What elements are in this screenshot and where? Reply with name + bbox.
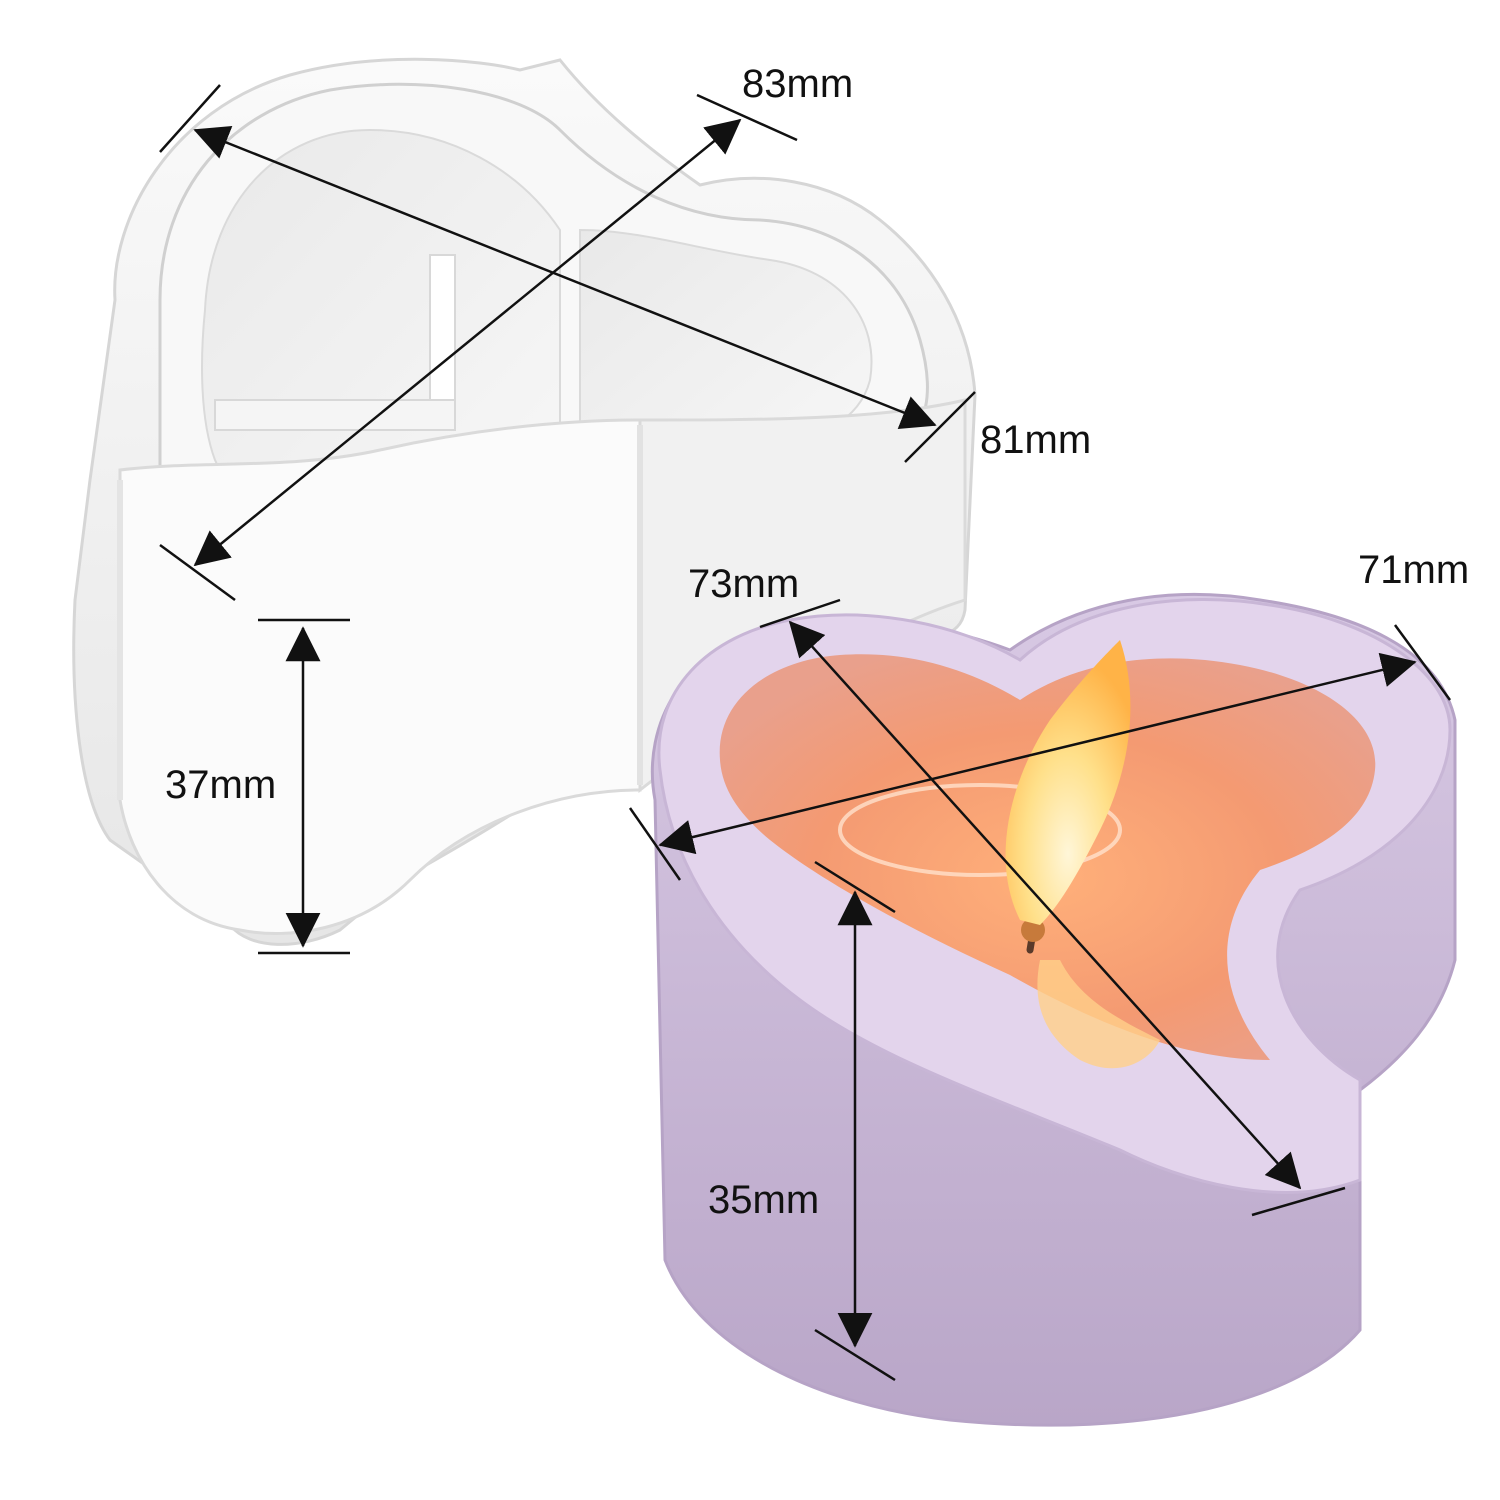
dim-tick [759, 598, 841, 629]
dim-line-candle-depth [658, 652, 1417, 855]
dim-tick [1251, 1186, 1346, 1217]
dimension-lines [159, 84, 1452, 1382]
dim-tick [628, 807, 682, 881]
mold-depth-label: 81mm [980, 418, 1092, 462]
dim-tick [1393, 624, 1452, 701]
dim-tick [814, 1328, 896, 1382]
mold-divider-low [214, 399, 456, 431]
dim-tick [159, 84, 221, 153]
candle-height-label: 35mm [708, 1178, 820, 1222]
dim-tick [814, 860, 896, 914]
dim-tick [904, 391, 976, 463]
mold-divider [429, 254, 456, 411]
heart-candle [650, 592, 1457, 1427]
mold-front-wall [118, 418, 642, 935]
mold-height-label: 37mm [165, 763, 277, 807]
mold-width-label: 83mm [742, 62, 854, 106]
candle-depth-label: 71mm [1358, 548, 1470, 592]
dim-line-mold-depth [193, 126, 937, 429]
candle-width-label: 73mm [688, 562, 800, 606]
dim-tick [159, 543, 236, 602]
